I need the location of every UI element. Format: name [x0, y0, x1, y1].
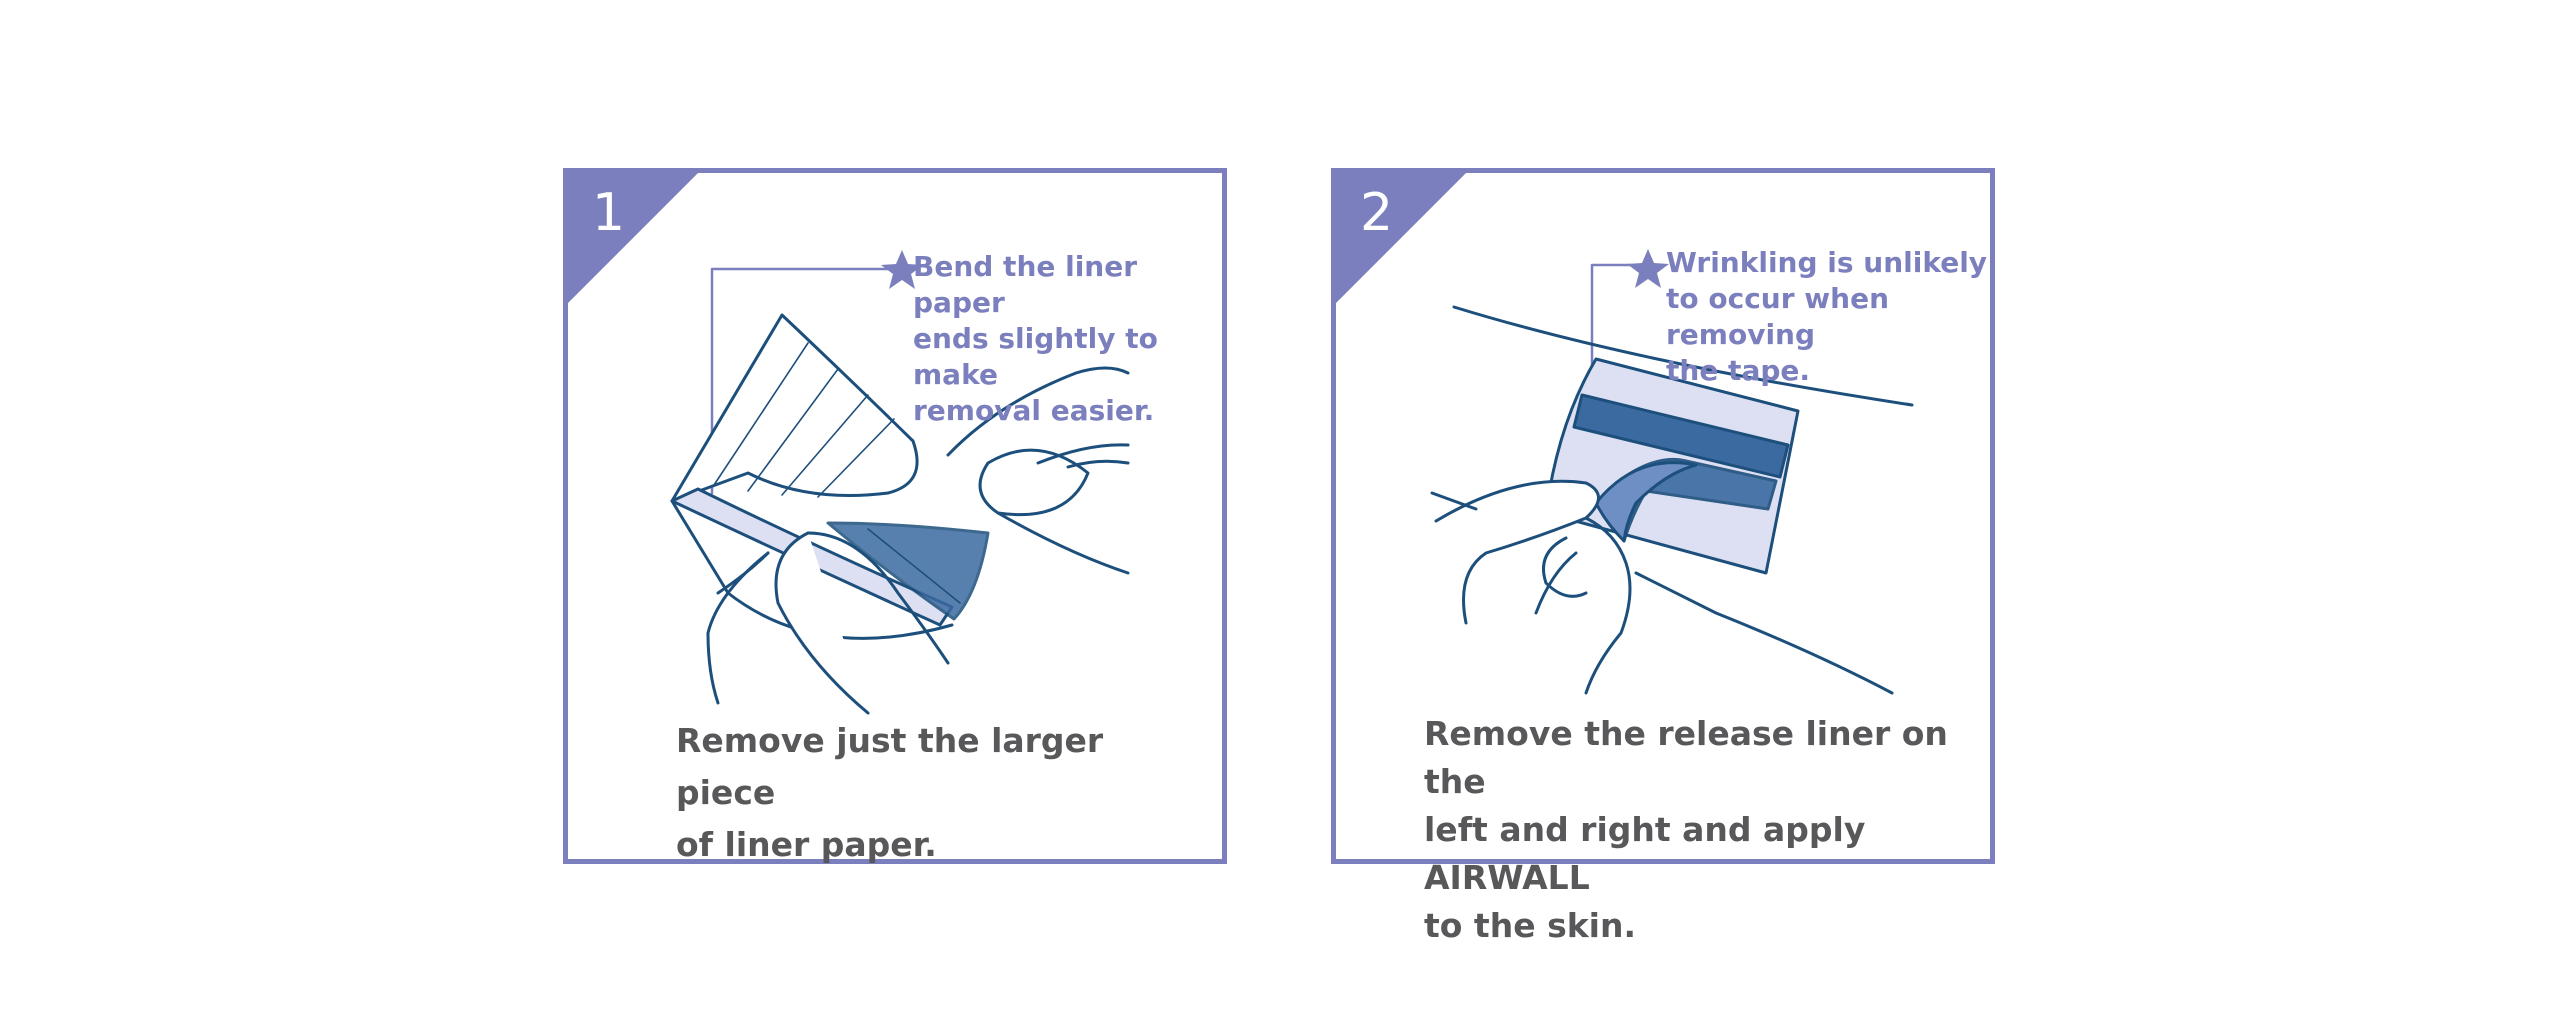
step-1-number: 1 — [592, 183, 626, 243]
step-2-caption: Remove the release liner on the left and… — [1424, 714, 1948, 945]
step-2-panel: 2 Wrinkling is unlikely to occur when re… — [1331, 168, 1995, 945]
step-1-corner-badge — [568, 173, 698, 303]
step-1-illustration — [670, 250, 1130, 715]
step-1-panel: 1 — [563, 168, 1227, 864]
step-1-caption: Remove just the larger piece of liner pa… — [676, 721, 1104, 864]
step-2-illustration — [1430, 249, 1914, 695]
step-2-corner-badge — [1336, 173, 1466, 303]
step-2-number: 2 — [1360, 183, 1394, 243]
step-2-tip: Wrinkling is unlikely to occur when remo… — [1666, 246, 1988, 387]
step-1-tip: Bend the liner paper ends slightly to ma… — [913, 250, 1158, 427]
